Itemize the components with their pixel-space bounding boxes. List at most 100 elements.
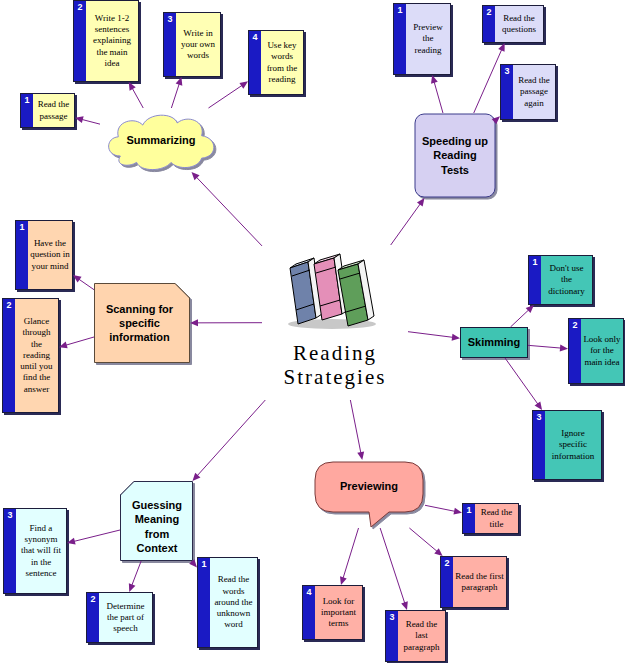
rounded-outline (415, 114, 495, 197)
step-box: 3Find a synonym that will fit in the sen… (3, 508, 67, 594)
connector-line (425, 505, 455, 511)
step-text-area: Ignore specific information (545, 411, 601, 479)
folded-note-outline (95, 284, 190, 363)
callout-number: 1 (463, 505, 475, 516)
number-strip: 1 (16, 221, 28, 289)
category-title: Previewing (340, 479, 398, 493)
book-stripe (292, 270, 310, 276)
step-text: Ignore specific information (547, 428, 599, 462)
arrow-head (73, 275, 82, 282)
step-text: Glance through the reading until you fin… (17, 316, 56, 395)
connector-line (409, 528, 437, 551)
number-strip: 3 (4, 509, 16, 593)
arrow-head (189, 559, 197, 567)
arrow-head (176, 77, 183, 86)
step-text-area: Read the passage again (513, 65, 555, 119)
connector-line (197, 400, 265, 476)
step-text-area: Write 1-2 sentences explaining the main … (86, 1, 138, 81)
number-strip: 3 (164, 13, 176, 76)
step-box: 3Read the last paragraph (385, 610, 446, 662)
connector-line (197, 322, 262, 323)
number-strip: 2 (441, 557, 453, 607)
step-text: Write in your own words (178, 28, 218, 62)
step-text-area: Read the last paragraph (398, 611, 445, 661)
callout-number: 3 (4, 510, 16, 521)
number-strip: 4 (249, 31, 261, 94)
connector (129, 561, 141, 592)
step-text-area: Read the words around the unknown word (210, 558, 257, 647)
connector-line (208, 85, 242, 108)
callout-number: 1 (16, 222, 28, 233)
arrow-head (192, 172, 200, 180)
step-box: 1Preview the reading (393, 3, 451, 75)
connector (190, 319, 262, 326)
step-text-area: Determine the part of speech (99, 593, 152, 642)
arrow-head (401, 601, 408, 610)
number-strip: 2 (74, 1, 86, 81)
step-text: Read the title (477, 507, 516, 530)
step-text: Look for important terms (317, 596, 360, 630)
step-text-area: Don't use the dictionary (541, 256, 592, 304)
callout-number: 2 (569, 320, 581, 331)
book-stripe (340, 273, 360, 279)
central-topic: Reading Strategies (262, 245, 408, 400)
book-stripe (320, 300, 340, 306)
number-strip: 1 (463, 504, 475, 533)
book-pages (358, 260, 374, 320)
connector (408, 332, 460, 341)
callout-number: 3 (501, 66, 513, 77)
step-text-area: Read the questions (495, 6, 543, 42)
node-text-area: Summarizing (112, 118, 210, 162)
connector (492, 116, 500, 124)
step-box: 2Write 1-2 sentences explaining the main… (73, 0, 139, 82)
arrow-head (340, 576, 347, 585)
arrow-head (492, 116, 500, 124)
step-box: 1Read the words around the unknown word (197, 557, 258, 648)
connector-line (82, 119, 100, 124)
node-text-area: Previewing (319, 464, 419, 508)
category-box: Speeding up Reading Tests (414, 113, 496, 198)
step-text-area: Read the first paragraph (453, 557, 506, 607)
arrow-head (239, 81, 248, 88)
step-text: Preview the reading (408, 22, 448, 56)
speech-bubble-outline (315, 462, 423, 527)
arrow-head (535, 401, 542, 410)
callout-number: 1 (529, 257, 541, 268)
connector (425, 505, 462, 514)
category-note: Guessing Meaning from Context (120, 481, 193, 561)
category-box: Skimming (460, 327, 528, 358)
step-text-area: Have the question in your mind (28, 221, 72, 289)
step-text-area: Find a synonym that will fit in the sent… (16, 509, 66, 593)
step-text: Look only for the main idea (583, 334, 621, 368)
step-box: 2Determine the part of speech (86, 592, 153, 643)
arrow-head (453, 508, 462, 515)
step-text: Read the first paragraph (455, 571, 504, 594)
connector (431, 75, 443, 113)
step-text: Have the question in your mind (30, 238, 70, 272)
callout-number: 4 (249, 32, 261, 43)
step-text-area: Preview the reading (406, 4, 450, 74)
connector-line (343, 528, 358, 578)
connector-line (510, 310, 528, 327)
connector (208, 81, 248, 108)
books-illustration (282, 246, 382, 330)
step-text-area: Look only for the main idea (581, 319, 623, 383)
arrow-head (431, 75, 438, 84)
callout-number: 1 (394, 5, 406, 16)
cloud-outline (109, 115, 214, 169)
connector (528, 345, 568, 352)
number-strip: 4 (303, 586, 315, 639)
node-text-area: Guessing Meaning from Context (124, 495, 190, 558)
box-outline (461, 328, 528, 358)
step-box: 2Glance through the reading until you fi… (2, 298, 59, 413)
step-box: 2Look only for the main idea (568, 318, 624, 384)
number-strip: 1 (198, 558, 210, 647)
connector-line (474, 49, 502, 113)
arrow-head (192, 473, 200, 481)
connector (474, 43, 505, 113)
step-text: Don't use the dictionary (543, 263, 590, 297)
connector-line (196, 177, 262, 246)
node-text-area: Skimming (462, 329, 526, 356)
arrow-head (417, 198, 425, 207)
